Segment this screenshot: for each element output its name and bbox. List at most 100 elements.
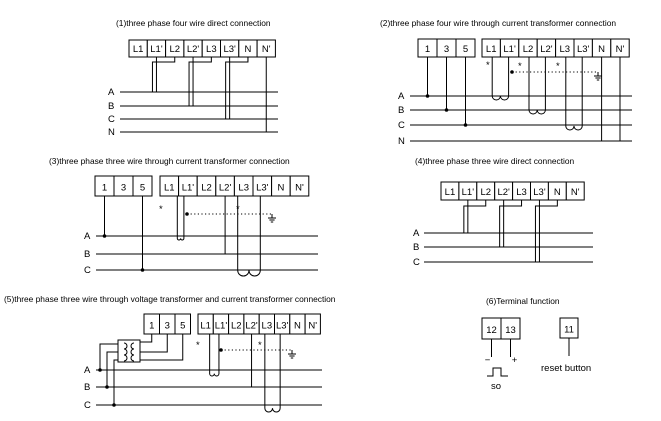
diagram-4-terminal: L2 [476, 181, 496, 201]
diagram-3-current-terminal: N [271, 175, 291, 197]
terminal-label: N [554, 187, 561, 198]
terminal-label: N' [295, 182, 304, 193]
in-wire [463, 200, 487, 233]
terminal-label: L2 [523, 44, 534, 55]
terminal-label: N' [308, 320, 317, 331]
terminal-label: N' [571, 187, 580, 198]
tap-dot [112, 403, 116, 407]
diagram-5-current-terminal: L2' [243, 313, 260, 335]
vt-link-3 [140, 334, 184, 361]
terminal-label: L1 [445, 187, 456, 198]
terminal-label: L3' [577, 44, 590, 55]
terminal-label: 13 [505, 325, 516, 336]
diagram-3-current-terminal: L2 [196, 175, 217, 197]
terminal-label: L3 [560, 44, 571, 55]
pulse-output-label: so [491, 381, 501, 392]
current-transformer [565, 57, 583, 131]
phase-label: C [108, 114, 115, 125]
diagram-2-current-terminal: L1' [499, 38, 520, 58]
phase-label: C [413, 257, 420, 268]
phase-label: A [84, 365, 91, 376]
phase-label: B [413, 242, 419, 253]
current-transformer [264, 334, 281, 413]
terminal-label: 5 [180, 320, 185, 331]
terminal-label: L2 [201, 182, 212, 193]
diagram-2-current-terminal: N [591, 38, 612, 58]
terminal-label: L2' [187, 44, 200, 55]
tap-dot [105, 385, 109, 389]
terminal-label: 3 [121, 182, 126, 193]
diagram-6-title: (6)Terminal function [486, 296, 560, 306]
diagram-1-terminal: N' [256, 39, 276, 58]
terminal-label: L3 [262, 320, 273, 331]
diagram-4-terminal: L2' [494, 181, 514, 201]
ground-symbol [268, 214, 276, 223]
terminal-label: L1 [200, 320, 211, 331]
reset-label: reset button [541, 363, 591, 374]
tap-dot [444, 108, 449, 112]
terminal-label: 12 [486, 325, 497, 336]
diagram-6-pulse-terminal: 12 [481, 317, 502, 340]
diagram-1: (1)three phase four wire direct connecti… [108, 18, 278, 138]
diagram-2-current-terminal: L3' [573, 38, 593, 58]
terminal-label: N [598, 44, 605, 55]
ct-polarity-mark: * [159, 204, 163, 215]
current-transformer [237, 196, 261, 277]
terminal-label: 3 [444, 44, 449, 55]
tap-dot [140, 268, 145, 272]
terminal-label: L2' [219, 182, 232, 193]
terminal-label: L1' [150, 44, 163, 55]
terminal-label: L1' [182, 182, 195, 193]
neutral-out [619, 57, 632, 142]
tap-dot [425, 94, 430, 98]
phase-label: N [398, 136, 405, 147]
diagram-4-terminal: L1 [440, 181, 460, 201]
terminal-label: N [277, 182, 284, 193]
diagram-2-voltage-terminal: 1 [417, 38, 438, 58]
diagram-3-voltage-terminal: 3 [113, 175, 134, 197]
diagram-4-terminal: N [547, 181, 567, 201]
terminal-box [289, 175, 310, 197]
terminal-label: 5 [463, 44, 468, 55]
vt-box [117, 339, 141, 363]
pulse-waveform [487, 367, 508, 377]
terminal-label: L2 [169, 44, 180, 55]
diagram-4-terminal: L1' [458, 181, 478, 201]
terminal-label: L2 [480, 187, 491, 198]
diagram-1-terminal: L1' [146, 39, 167, 58]
phase-label: C [84, 400, 91, 411]
terminal-label: L3 [206, 44, 217, 55]
terminal-label: L1 [486, 44, 497, 55]
current-transformer [528, 57, 546, 115]
diagram-4-title: (4)three phase three wire direct connect… [415, 156, 575, 166]
vt-winding [123, 342, 128, 362]
phase-label: B [108, 101, 114, 112]
diagram-4-terminal: L3' [530, 181, 549, 201]
phase-label: N [108, 127, 115, 138]
diagram-4-terminal: L3 [512, 181, 531, 201]
diagram-2-current-terminal: L1 [481, 38, 501, 58]
diagram-2-voltage-terminal: 5 [455, 38, 476, 58]
diagram-2-current-terminal: L2 [518, 38, 538, 58]
terminal-label: 1 [102, 182, 107, 193]
diagram-1-terminal: N [238, 39, 258, 58]
ground-symbol [594, 72, 602, 81]
tap-dot [463, 123, 468, 127]
diagram-1-terminal: L3 [201, 39, 221, 58]
vt-primary-a [99, 343, 118, 370]
current-transformer [209, 334, 220, 377]
terminal-label: N' [262, 44, 271, 55]
phase-label: C [398, 120, 405, 131]
diagram-5: (5)three phase three wire through voltag… [4, 294, 336, 413]
diagram-1-title: (1)three phase four wire direct connecti… [116, 18, 271, 28]
diagram-3-current-terminal: L1' [178, 175, 198, 197]
vt-link-1 [140, 334, 153, 343]
diagram-4: (4)three phase three wire direct connect… [413, 156, 593, 268]
diagram-5-voltage-terminal: 1 [143, 313, 160, 335]
terminal-label: 5 [140, 182, 145, 193]
diagram-3-title: (3)three phase three wire through curren… [49, 156, 290, 166]
in-wire [225, 57, 249, 119]
diagram-2-current-terminal: L2' [536, 38, 557, 58]
terminal-label: L3' [533, 187, 546, 198]
terminal-label: L3' [256, 182, 269, 193]
